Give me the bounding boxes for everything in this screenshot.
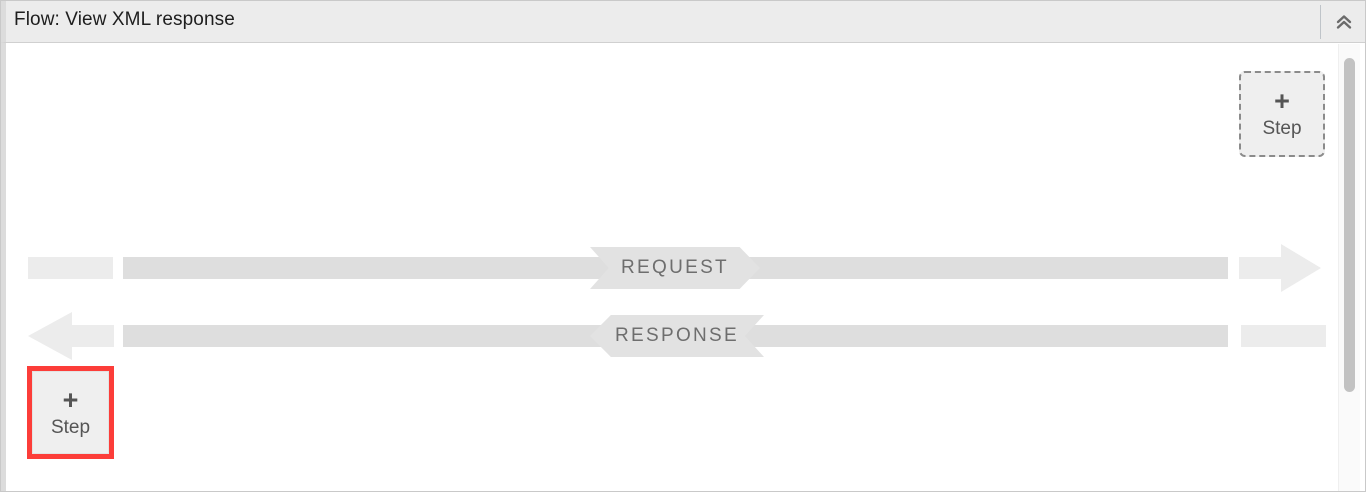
header-divider: [1320, 5, 1321, 39]
page-title: Flow: View XML response: [14, 9, 235, 30]
vertical-scrollbar-track[interactable]: [1338, 44, 1360, 492]
panel-header: Flow: View XML response: [0, 0, 1366, 43]
response-lane-stub: [1241, 325, 1326, 347]
add-step-button-bottom-left[interactable]: + Step: [32, 371, 109, 454]
request-arrow-head-icon: [1239, 244, 1321, 292]
plus-icon: +: [1274, 86, 1290, 116]
collapse-panel-button[interactable]: [1328, 6, 1360, 38]
double-chevron-up-icon: [1334, 13, 1354, 31]
flow-lane-request: REQUEST: [6, 242, 1366, 294]
step-selection-highlight: + Step: [27, 366, 114, 459]
response-banner-label: RESPONSE: [615, 325, 739, 346]
flow-canvas: + Step REQUEST RESPONSE: [0, 43, 1366, 492]
request-banner-label: REQUEST: [621, 257, 729, 278]
add-step-label: Step: [1262, 118, 1302, 139]
request-lane-stub: [28, 257, 113, 279]
add-step-label: Step: [50, 416, 91, 438]
plus-icon: +: [62, 384, 79, 415]
request-banner: REQUEST: [590, 247, 760, 289]
add-step-button-top-right[interactable]: + Step: [1239, 71, 1325, 157]
response-arrow-head-icon: [28, 312, 114, 360]
flow-lane-response: RESPONSE: [6, 310, 1366, 362]
response-banner: RESPONSE: [590, 315, 764, 357]
vertical-scrollbar-thumb[interactable]: [1344, 58, 1355, 392]
